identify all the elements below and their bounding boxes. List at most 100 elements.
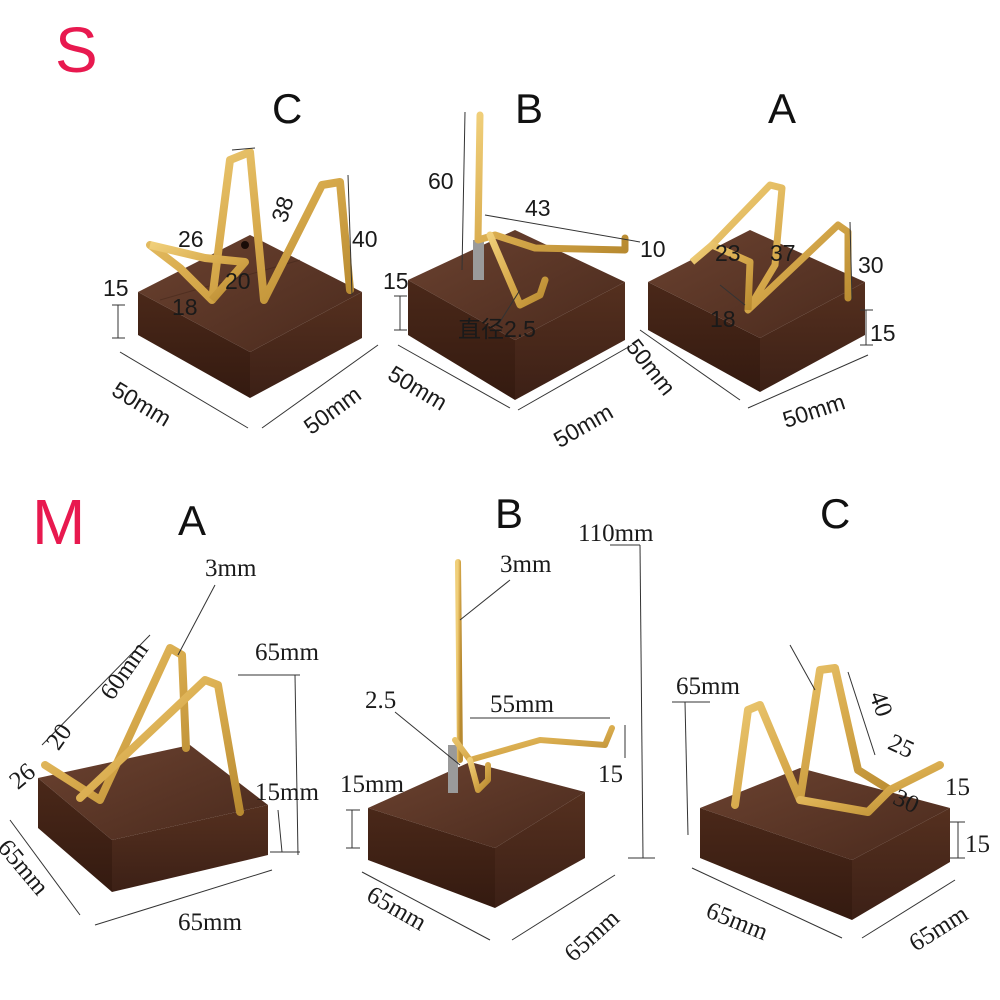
wood-side-right: [760, 282, 865, 392]
guide: [684, 701, 689, 836]
brass-wire-loop: [689, 241, 754, 311]
size-label-s: S: [55, 14, 98, 86]
brass-wire: [731, 664, 894, 809]
guide: [461, 111, 466, 271]
guide: [517, 344, 633, 411]
guide: [747, 354, 869, 409]
wood-side-right: [112, 805, 268, 892]
dim-s-c-20: 20: [225, 268, 251, 294]
wood-side-right: [495, 792, 585, 908]
dim-s-c-18: 18: [172, 294, 198, 320]
guide: [397, 344, 511, 409]
dim-s-b-60: 60: [428, 168, 454, 194]
stand-m-b: [346, 544, 655, 941]
wood-side-left: [700, 808, 852, 920]
variant-label-m-a: A: [178, 497, 207, 544]
dim-m-a-65: 65mm: [255, 639, 319, 666]
variant-label-s-b: B: [515, 85, 544, 132]
guide: [41, 634, 151, 746]
guide: [849, 221, 853, 301]
dim-m-a-wire: 3mm: [205, 555, 257, 582]
guide: [177, 584, 216, 656]
guide: [231, 147, 256, 151]
guide: [261, 344, 379, 429]
wood-top: [700, 768, 950, 860]
dim-s-a-15: 15: [870, 320, 896, 346]
wood-side-right: [250, 292, 362, 398]
guide: [847, 671, 876, 756]
dim-m-b-wire: 3mm: [500, 551, 552, 578]
guide: [361, 871, 491, 941]
dim-s-b-43: 43: [525, 195, 551, 221]
wire-hole: [241, 241, 249, 249]
brass-wire: [708, 181, 852, 314]
variant-label-s-c: C: [272, 85, 303, 132]
dim-s-c-15: 15: [103, 275, 129, 301]
guide: [459, 579, 511, 621]
guide: [347, 174, 353, 296]
brass-wire-arm: [76, 676, 244, 816]
wood-side-left: [408, 280, 515, 400]
wood-top: [138, 235, 362, 352]
dim-s-a-37: 37: [770, 240, 796, 266]
brass-wire-arm: [452, 725, 615, 763]
guide: [94, 869, 273, 926]
brass-wire: [474, 111, 629, 254]
dim-m-b-55: 55mm: [490, 691, 554, 718]
guide: [511, 874, 616, 941]
dim-m-a-w2: 65mm: [178, 909, 242, 936]
variant-label-s-a: A: [768, 85, 797, 132]
size-label-m: M: [32, 486, 86, 558]
wood-side-left: [648, 282, 760, 392]
brass-wire-hook: [467, 757, 491, 793]
guide: [394, 711, 461, 766]
stand-s-b: [394, 111, 641, 411]
wood-top: [38, 745, 268, 840]
guide: [861, 879, 956, 939]
guide: [497, 289, 521, 326]
brass-wire-arm: [486, 231, 549, 309]
brass-wire-loop: [149, 241, 249, 303]
dim-s-b-15: 15: [383, 268, 409, 294]
dim-m-b-110: 110mm: [578, 520, 654, 547]
dim-s-a-18: 18: [710, 306, 736, 332]
steel-post: [473, 240, 484, 280]
dim-m-c-15a: 15: [945, 774, 970, 801]
dim-m-c-65: 65mm: [676, 673, 740, 700]
stand-m-c: [672, 644, 965, 939]
wood-side-left: [138, 292, 250, 398]
brass-wire-arm: [796, 761, 944, 816]
brass-wire: [41, 644, 190, 804]
stand-s-a: [639, 181, 873, 409]
guide: [9, 819, 81, 916]
variant-label-m-c: C: [820, 490, 851, 537]
wood-side-left: [368, 808, 495, 908]
dim-s-b-dia: 直径2.5: [458, 316, 536, 342]
guide: [294, 674, 299, 856]
guide: [639, 544, 644, 859]
steel-post: [448, 745, 458, 793]
dim-s-b-10: 10: [640, 236, 666, 262]
guide: [484, 214, 641, 243]
brass-wire: [146, 148, 354, 304]
wood-side-right: [515, 282, 625, 400]
brass-wire: [455, 559, 463, 763]
guide: [719, 284, 746, 306]
guide: [277, 809, 283, 853]
wood-side-right: [852, 808, 950, 920]
guide: [789, 644, 816, 691]
stand-s-c: [112, 147, 379, 429]
guide: [119, 351, 249, 429]
wood-side-left: [38, 778, 112, 892]
guide: [639, 329, 741, 401]
dim-m-b-25: 2.5: [365, 687, 397, 714]
dim-m-c-15b: 15: [965, 831, 990, 858]
dim-m-b-15b: 15: [598, 761, 623, 788]
dim-s-a-30: 30: [858, 252, 884, 278]
dim-m-a-15: 15mm: [255, 779, 319, 806]
wood-top: [368, 762, 585, 848]
variant-label-m-b: B: [495, 490, 524, 537]
dim-s-a-23: 23: [715, 240, 741, 266]
